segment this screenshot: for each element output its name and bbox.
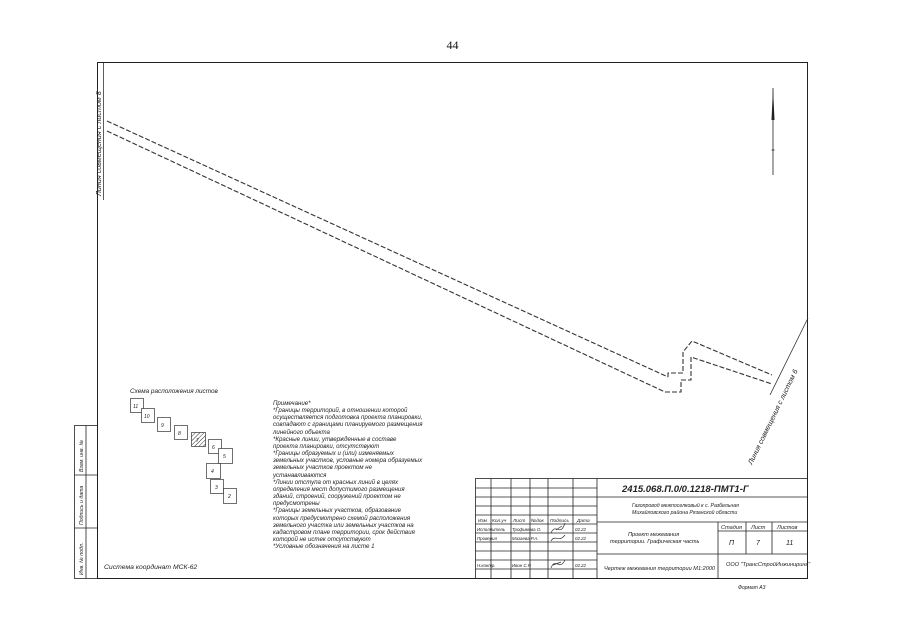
note-line: земельного участка или земельных участко… — [273, 521, 414, 529]
note-line: определения мест допустимого размещения — [273, 485, 405, 493]
object-name-line-1: Газопровод межпоселковый к с. Разбельная — [632, 502, 739, 509]
note-line: *Красные линии, утвержденные в составе — [273, 435, 397, 443]
sheet-label: Лист — [750, 525, 766, 531]
side-stamp-sign: Подпись и дата — [79, 486, 85, 525]
note-line: *Границы образуемых и (или) изменяемых — [273, 450, 394, 458]
title-block-signers: Исполнитель Трофимова О. 02.22 Проверил … — [477, 527, 587, 568]
svg-text:2: 2 — [227, 494, 231, 500]
doc-name-line-1: Проект межевания — [628, 532, 679, 538]
svg-text:Лист: Лист — [512, 518, 525, 524]
scheme-sheet-3: 3 — [210, 479, 224, 494]
company-name: ООО "ТрансСтройИнжиниринг" — [726, 561, 811, 568]
svg-text:02.22: 02.22 — [575, 563, 587, 568]
note-line: кадастровом плане территории, срок дейст… — [273, 528, 415, 536]
note-line: предусмотрены — [273, 500, 320, 508]
svg-text:7: 7 — [196, 438, 199, 444]
side-stamp-replace: Взам. инв. № — [79, 440, 85, 472]
scheme-sheet-9: 9 — [157, 417, 171, 432]
note-line: *Границы земельных участков, образование — [273, 507, 401, 515]
note-line: земельных участков, условные номера обра… — [273, 457, 423, 465]
svg-text:Трофимова О.: Трофимова О. — [512, 527, 541, 532]
stage-value: П — [729, 540, 735, 547]
svg-text:Проверил: Проверил — [477, 536, 498, 541]
note-line: зданий, строений, сооружений проектом не — [273, 493, 401, 501]
note-line: проекта планировки, отсутствуют — [273, 442, 380, 450]
svg-text:Дата: Дата — [576, 518, 590, 524]
note-line: устанавливаются — [273, 471, 327, 479]
note-line: совпадают с границами планируемого разме… — [273, 421, 423, 429]
pipeline-corridor — [106, 120, 773, 393]
note-line: осуществляется подготовка проекта планир… — [273, 414, 423, 422]
stage-label: Стадия — [721, 525, 742, 531]
doc-name-line-2: территории. Графическая часть — [610, 539, 700, 545]
svg-text:9: 9 — [161, 423, 164, 429]
note-line: Примечание* — [273, 400, 311, 407]
note-line: *Границы территорий, в отношении которой — [273, 407, 408, 415]
svg-text:Мазаева Р.А.: Мазаева Р.А. — [512, 536, 538, 541]
scheme-sheet-8: 8 — [174, 425, 188, 440]
scheme-title: Схема расположения листов — [130, 388, 219, 395]
svg-text:11: 11 — [133, 404, 138, 410]
scheme-sheet-2: 2 — [223, 488, 237, 504]
page-number: 44 — [446, 38, 459, 52]
match-line-left-label: Линия совмещения с листом 8 — [94, 91, 103, 197]
side-stamp-inv: Инв. № подл. — [79, 543, 85, 575]
note-line: линейного объекта — [273, 428, 330, 436]
drawing-name: Чертеж межевания территории М1:2000 — [604, 566, 716, 572]
title-block-header: Изм Кол.уч Лист №док Подпись Дата — [478, 518, 590, 524]
sheet-value: 7 — [756, 540, 761, 547]
title-block-grid — [475, 478, 808, 579]
svg-text:Изм: Изм — [478, 518, 488, 524]
svg-text:02.22: 02.22 — [575, 536, 587, 541]
north-arrow-icon — [771, 88, 775, 175]
format-label: Формат А3 — [738, 585, 766, 591]
svg-text:4: 4 — [211, 469, 214, 475]
note-line: *Линии отступа от красных линий в целях — [273, 478, 399, 486]
coordinate-system: Система координат МСК-62 — [104, 563, 198, 571]
svg-text:№док: №док — [531, 518, 545, 524]
svg-text:Исполнитель: Исполнитель — [477, 527, 506, 532]
drawing-frame — [97, 62, 808, 579]
svg-text:02.22: 02.22 — [575, 527, 587, 532]
svg-text:10: 10 — [144, 414, 150, 420]
scheme-sheet-7: 7 — [191, 432, 206, 447]
note-line: которой не истек отсутствуют — [273, 535, 371, 543]
note-line: *Условные обозначения на листе 1 — [273, 543, 375, 551]
match-line-right — [769, 317, 809, 396]
sheets-label: Листов — [776, 525, 797, 531]
scheme-sheet-11: 11 — [130, 398, 144, 413]
scheme-sheet-4: 4 — [206, 463, 221, 479]
document-code: 2415.068.П.0/0.1218-ПМТ1-Г — [621, 484, 750, 495]
scheme-sheet-5: 5 — [218, 448, 233, 464]
notes-block: Примечание**Границы территорий, в отноше… — [273, 400, 473, 550]
side-stamp — [74, 425, 98, 579]
sheets-value: 11 — [786, 540, 793, 547]
svg-text:3: 3 — [215, 485, 218, 491]
svg-text:Кол.уч: Кол.уч — [492, 518, 507, 524]
match-line-right-label: Линия совмещения с листом 6 — [745, 368, 799, 467]
svg-text:Ивин С.Р.: Ивин С.Р. — [512, 563, 531, 568]
note-line: земельных участков проектом не — [273, 464, 372, 472]
svg-text:Н.контр.: Н.контр. — [477, 563, 496, 568]
object-name-line-2: Михайловского района Рязанской области — [632, 509, 737, 516]
signature-marks — [550, 522, 566, 569]
svg-text:6: 6 — [212, 445, 215, 451]
scheme-sheet-10: 10 — [141, 408, 155, 423]
sheet-layout-scheme: 11 10 9 8 7 6 5 4 3 2 — [130, 398, 237, 504]
svg-text:8: 8 — [178, 431, 181, 437]
svg-text:Подпись: Подпись — [550, 518, 570, 524]
note-line: которых предусмотрено схемой расположени… — [273, 514, 411, 522]
svg-text:5: 5 — [223, 454, 226, 460]
